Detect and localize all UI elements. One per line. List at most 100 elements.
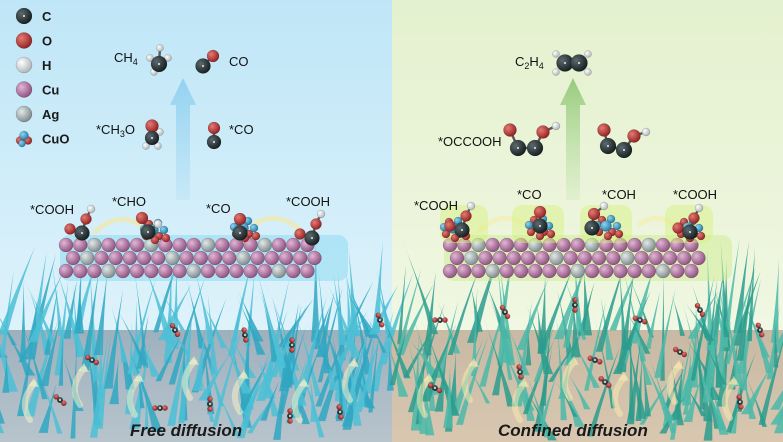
right-panel-title: Confined diffusion [498, 421, 648, 440]
nanowire [538, 273, 547, 354]
silver-atom [236, 250, 251, 266]
cooh-adsorbate [64, 204, 96, 241]
copper-atom [513, 237, 529, 253]
legend-label-ag: Ag [42, 107, 59, 122]
nanowire [278, 326, 307, 415]
diffusion-arrowhead [618, 372, 629, 381]
hydrogen-atom [584, 68, 592, 76]
product-co-label: CO [229, 54, 249, 69]
oxygen-atom [596, 358, 603, 365]
nanowire [19, 281, 27, 361]
nanowire [2, 352, 10, 393]
oxygen-atom [80, 213, 92, 225]
nanowire [471, 286, 478, 376]
co2-molecule [286, 408, 294, 424]
nanowire [716, 319, 731, 407]
diffusion-arrowhead [133, 373, 144, 382]
hydrogen-atom [552, 50, 560, 58]
carbon-dot [698, 308, 702, 312]
oxygen-atom [533, 205, 547, 219]
hydrogen-atom [156, 128, 164, 136]
nanowire [770, 259, 779, 343]
diffusion-arrow [181, 359, 197, 401]
diffusion-arrow [126, 376, 142, 418]
nanowire [54, 279, 69, 376]
diffusion-arrowhead [518, 378, 529, 387]
nanowire [74, 282, 85, 334]
silver-atom [79, 250, 95, 266]
nanowire [726, 351, 757, 433]
co2-molecule [672, 346, 688, 358]
copper-atom [65, 250, 81, 266]
copper-atom [243, 263, 258, 279]
oxygen-atom [672, 222, 684, 234]
nanowire [708, 317, 720, 358]
nanowire [397, 265, 406, 345]
copper-atom [158, 263, 173, 279]
copper-atom [584, 263, 600, 279]
copper-atom [150, 250, 166, 266]
right-forest-molecules [427, 297, 765, 410]
carbon-dot [310, 236, 314, 240]
cooh-adsorbate [672, 203, 704, 240]
silver-atom [165, 250, 180, 266]
nanowire [774, 408, 783, 434]
nanowire [443, 365, 453, 428]
hydrogen-atom [154, 142, 162, 150]
carbon-dot [201, 64, 205, 68]
oxygen-atom [572, 297, 578, 303]
carbon-dot [533, 146, 537, 150]
left-surface-label-2: *CHO [112, 194, 146, 209]
nanowire [678, 328, 714, 381]
silver-atom [200, 237, 216, 253]
copper-atom [122, 250, 138, 266]
nanowire [741, 294, 774, 373]
oxygen-atom [378, 321, 385, 328]
left-adsorbates [64, 204, 326, 246]
left-panel-title: Free diffusion [130, 421, 242, 440]
nanowire [93, 271, 108, 355]
carbon-dot [622, 148, 626, 152]
nanowire [681, 298, 715, 341]
legend-label-h: H [42, 58, 51, 73]
product-c2h4-label: C2H4 [515, 54, 544, 71]
diffusion-arrow [416, 376, 432, 418]
nanowire [683, 377, 702, 422]
nanowire [96, 334, 104, 399]
copper-atom [605, 250, 621, 266]
copper-atom [193, 250, 209, 266]
copper-atom [613, 263, 628, 279]
nanowire [186, 280, 205, 349]
nanowire [171, 262, 179, 349]
nanowire [212, 322, 244, 427]
diffusion-arrowhead [673, 360, 684, 369]
oxygen-atom [161, 233, 171, 243]
nanowire [713, 336, 723, 388]
coh-adsorbate [584, 201, 609, 236]
co2-molecule [694, 302, 706, 318]
legend-label-cu: Cu [42, 83, 59, 98]
nanowire [491, 325, 508, 396]
nanowire [127, 278, 157, 374]
co2-molecule [755, 322, 765, 338]
nanowire [269, 304, 308, 378]
carbon-dot [212, 140, 216, 144]
oxygen-atom [572, 307, 578, 313]
left-surface-label-4: *COOH [286, 194, 330, 209]
ch3o-molecule [142, 119, 164, 150]
silver-atom [485, 263, 500, 279]
copper-atom [520, 250, 536, 266]
co2-molecule [598, 375, 612, 389]
nanowire [261, 291, 278, 362]
copper-atom [186, 237, 202, 253]
diffusion-arrowhead [568, 356, 579, 365]
co2-molecule [499, 304, 511, 320]
nanowire [497, 293, 504, 366]
copper-atom [257, 263, 273, 279]
copper-atom [634, 250, 649, 266]
nanowire [211, 382, 240, 436]
nanowire [134, 268, 149, 368]
carbon-dot [758, 328, 762, 332]
diffusion-arrow [71, 366, 87, 408]
